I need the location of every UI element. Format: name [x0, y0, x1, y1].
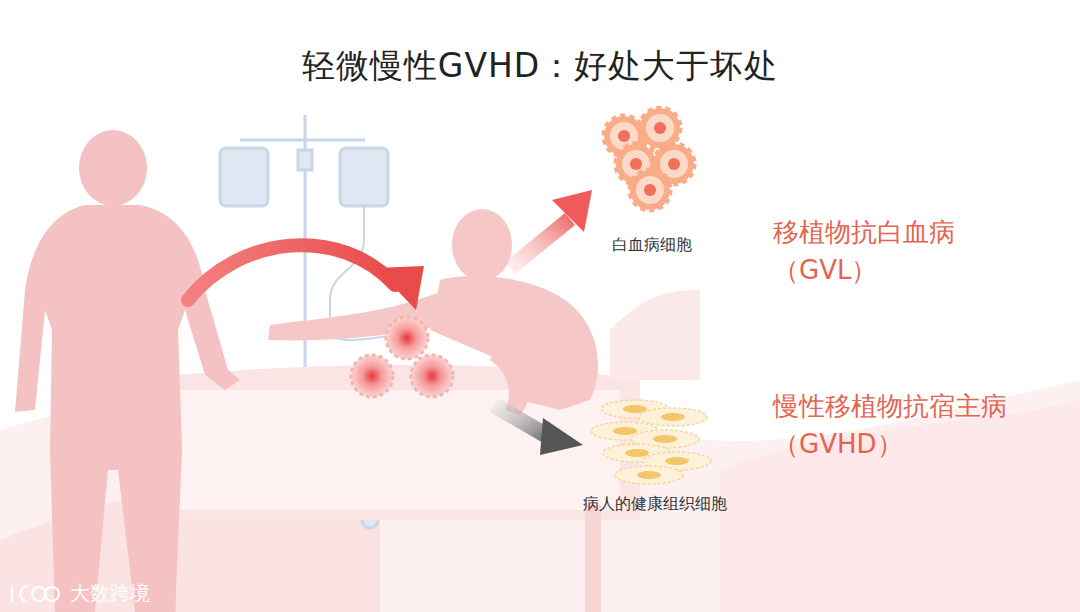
title: 轻微慢性GVHD：好处大于坏处	[0, 44, 1080, 89]
cell-group: 白血病细胞	[586, 106, 718, 256]
leukemia-cell	[630, 170, 670, 210]
cell-cluster	[575, 395, 743, 489]
cell-label: 白血病细胞	[586, 235, 718, 256]
gvl-label: 移植物抗白血病 （GVL）	[773, 214, 988, 289]
attack-arrow	[505, 190, 592, 274]
healthy-cell	[615, 466, 683, 484]
harm-arrow	[490, 398, 583, 455]
watermark: 大数跨境	[70, 580, 150, 607]
watermark-logo	[12, 586, 59, 602]
gvhd-label: 慢性移植物抗宿主病 （GVHD）	[773, 388, 1038, 463]
cell-label: 病人的健康组织细胞	[571, 494, 739, 515]
cell-cluster	[590, 106, 722, 230]
donor	[15, 130, 240, 612]
transfer-arrow	[188, 245, 424, 310]
cell-group: 病人的健康组织细胞	[571, 395, 739, 515]
t-cells	[351, 317, 453, 397]
healthy-cell	[639, 408, 707, 426]
